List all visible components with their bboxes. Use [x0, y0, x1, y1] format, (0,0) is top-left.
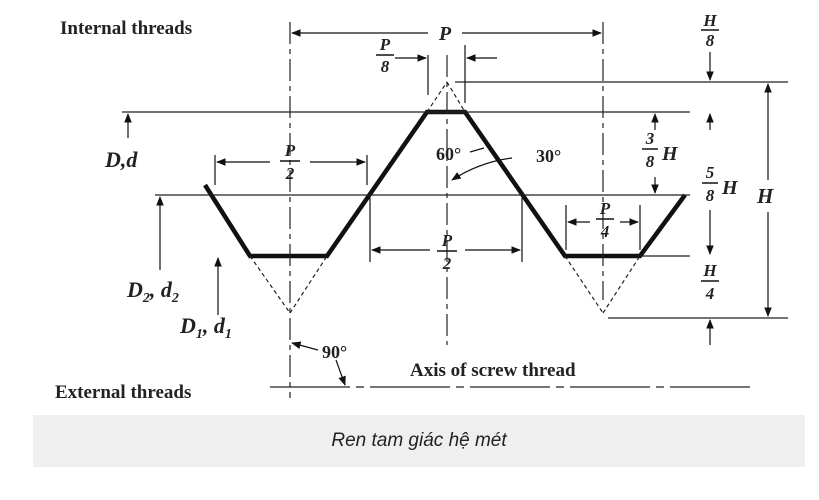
svg-text:H: H [702, 261, 717, 280]
minor-diameter-label: D1, d1 [179, 313, 232, 342]
fundamental-triangle [249, 81, 641, 314]
angle-60-label: 60° [436, 144, 461, 164]
svg-text:3: 3 [645, 129, 655, 148]
svg-text:H: H [661, 143, 679, 165]
fraction-h-8: H 8 [701, 11, 719, 50]
fraction-three-eighths-h: 3 8 H [642, 129, 679, 171]
pitch-label: P [438, 23, 452, 45]
svg-text:8: 8 [706, 31, 715, 50]
svg-text:4: 4 [600, 222, 610, 241]
angle-30-label: 30° [536, 146, 561, 166]
svg-text:4: 4 [705, 284, 715, 303]
external-threads-label: External threads [55, 382, 191, 403]
svg-text:2: 2 [442, 254, 452, 273]
svg-text:P: P [379, 35, 391, 54]
fraction-h-4: H 4 [701, 261, 719, 303]
angle-60-leader [469, 147, 485, 153]
angle-90-leader-bottom [335, 359, 346, 386]
h-total-label: H [756, 184, 774, 208]
p2-top-dimension [214, 155, 368, 185]
svg-text:5: 5 [706, 163, 715, 182]
svg-text:8: 8 [646, 152, 655, 171]
p8-dimension [395, 45, 497, 103]
caption-box: Ren tam giác hệ mét [33, 415, 805, 467]
p2-bottom-dimension [369, 198, 523, 262]
axis-label: Axis of screw thread [410, 360, 576, 381]
svg-text:P: P [284, 141, 296, 160]
reference-lines [122, 81, 788, 319]
major-diameter-label: D,d [104, 147, 138, 172]
internal-threads-label: Internal threads [60, 18, 192, 39]
angle-90-leader-top [291, 341, 319, 351]
fraction-p-2-top: P 2 [280, 141, 300, 183]
svg-text:H: H [702, 11, 717, 30]
svg-text:8: 8 [381, 57, 390, 76]
angle-30-leader [451, 157, 513, 181]
fraction-five-eighths-h: 5 8 H [702, 163, 739, 205]
fraction-p-8: P 8 [376, 35, 394, 76]
angle-90-label: 90° [322, 342, 347, 362]
caption-text: Ren tam giác hệ mét [331, 430, 507, 451]
svg-text:H: H [721, 177, 739, 199]
fraction-p-2-bottom: P 2 [437, 231, 457, 273]
svg-text:P: P [599, 199, 611, 218]
svg-text:8: 8 [706, 186, 715, 205]
svg-text:2: 2 [285, 164, 295, 183]
pitch-diameter-label: D2, d2 [126, 277, 179, 306]
p4-dimension [565, 205, 641, 250]
svg-text:P: P [441, 231, 453, 250]
fraction-p-4: P 4 [596, 199, 614, 241]
center-lines [289, 22, 604, 398]
